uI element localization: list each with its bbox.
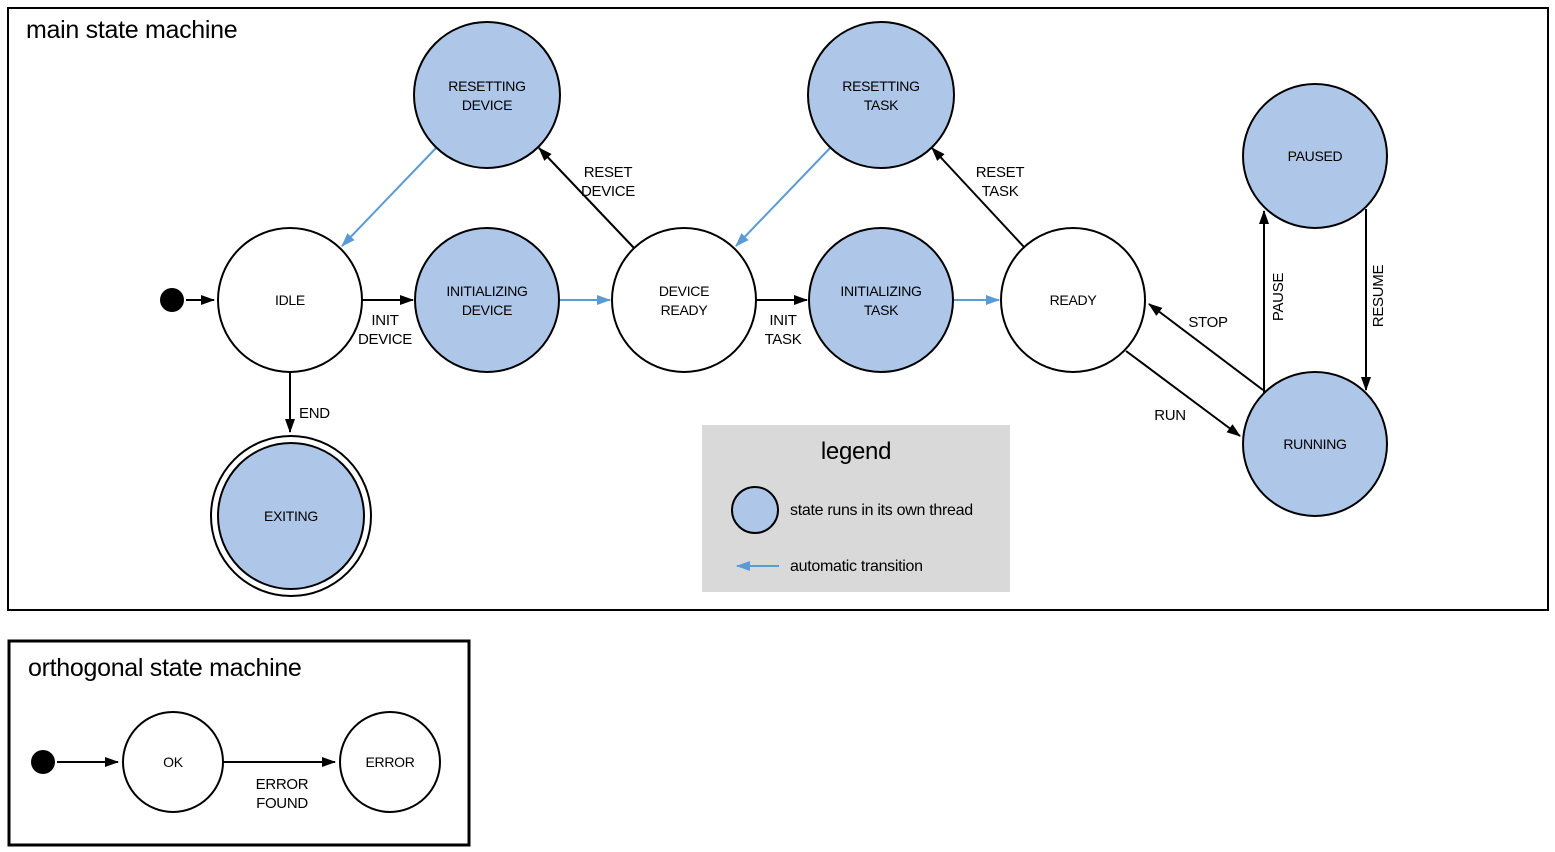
label-resume: RESUME	[1370, 265, 1387, 328]
label-init-device-line2: DEVICE	[358, 331, 412, 348]
state-resetting-device: RESETTING DEVICE	[413, 21, 561, 169]
state-running-circle	[1242, 371, 1388, 517]
label-run: RUN	[1154, 407, 1186, 424]
state-initializing-task-circle	[808, 227, 954, 373]
state-resetting-task-circle	[807, 21, 955, 169]
state-paused: PAUSED	[1242, 83, 1388, 229]
state-error: ERROR	[339, 711, 441, 813]
main-machine-border	[7, 7, 1549, 611]
transition-resetting-task-to-device-ready-auto	[735, 146, 832, 247]
main-state-machine: main state machine INIT DEVICE INIT TASK…	[7, 7, 1549, 611]
legend-automatic-transition-label: automatic transition	[790, 558, 923, 575]
transition-ready-to-resetting-task	[931, 147, 1025, 248]
label-reset-device-line2: DEVICE	[581, 183, 635, 200]
state-initializing-device: INITIALIZING DEVICE	[414, 227, 560, 373]
state-paused-label: PAUSED	[1288, 148, 1343, 164]
state-ready: READY	[1000, 227, 1146, 373]
transition-device-ready-to-resetting-device	[538, 147, 635, 249]
state-ok: OK	[122, 711, 224, 813]
initial-state-dot	[160, 288, 184, 312]
label-stop: STOP	[1188, 314, 1228, 331]
label-error-found-line2: FOUND	[256, 795, 308, 812]
state-idle-label: IDLE	[275, 292, 305, 308]
orthogonal-machine-border	[7, 639, 471, 847]
state-initializing-device-circle	[414, 227, 560, 373]
state-exiting-circle	[217, 442, 365, 590]
transition-running-to-ready	[1148, 303, 1264, 391]
orthogonal-state-machine: orthogonal state machine ERROR FOUND OK …	[7, 639, 471, 847]
state-device-ready-circle	[611, 227, 757, 373]
label-reset-task-line1: RESET	[976, 164, 1025, 181]
label-init-task-line2: TASK	[765, 331, 802, 348]
state-error-label: ERROR	[365, 754, 414, 770]
state-resetting-device-label-line2: DEVICE	[462, 97, 512, 113]
state-device-ready-label-line2: READY	[661, 302, 709, 318]
orthogonal-machine-title: orthogonal state machine	[28, 654, 302, 682]
orthogonal-initial-state-dot	[31, 750, 55, 774]
label-init-device-line1: INIT	[371, 312, 398, 329]
transition-resetting-device-to-idle-auto	[341, 146, 438, 247]
state-initializing-task: INITIALIZING TASK	[808, 227, 954, 373]
state-initializing-device-label-line1: INITIALIZING	[446, 283, 527, 299]
state-ready-label: READY	[1050, 292, 1098, 308]
state-initializing-task-label-line1: INITIALIZING	[840, 283, 921, 299]
label-end: END	[299, 405, 330, 422]
state-resetting-task-label-line1: RESETTING	[842, 78, 919, 94]
state-resetting-device-circle	[413, 21, 561, 169]
label-error-found-line1: ERROR	[256, 776, 309, 793]
state-idle: IDLE	[217, 227, 363, 373]
state-ok-label: OK	[163, 754, 184, 770]
label-init-task-line1: INIT	[769, 312, 796, 329]
state-ok-circle	[122, 711, 224, 813]
state-paused-circle	[1242, 83, 1388, 229]
state-exiting-final: EXITING	[210, 435, 372, 597]
label-reset-device-line1: RESET	[584, 164, 633, 181]
transition-ready-to-running	[1125, 350, 1241, 437]
state-error-circle	[339, 711, 441, 813]
state-device-ready-label-line1: DEVICE	[659, 283, 709, 299]
state-ready-circle	[1000, 227, 1146, 373]
state-initializing-task-label-line2: TASK	[864, 302, 899, 318]
legend-thread-state-icon	[731, 486, 779, 534]
state-exiting-label: EXITING	[264, 508, 318, 524]
state-running-label: RUNNING	[1283, 436, 1346, 452]
state-idle-circle	[217, 227, 363, 373]
legend-thread-state-label: state runs in its own thread	[790, 502, 973, 519]
state-running: RUNNING	[1242, 371, 1388, 517]
state-resetting-task: RESETTING TASK	[807, 21, 955, 169]
label-reset-task-line2: TASK	[982, 183, 1019, 200]
main-machine-title: main state machine	[26, 16, 237, 44]
state-resetting-task-label-line2: TASK	[864, 97, 899, 113]
legend-title: legend	[821, 438, 891, 465]
state-resetting-device-label-line1: RESETTING	[448, 78, 525, 94]
legend: legend state runs in its own thread auto…	[702, 425, 1010, 592]
state-initializing-device-label-line2: DEVICE	[462, 302, 512, 318]
label-pause: PAUSE	[1270, 273, 1287, 322]
state-device-ready: DEVICE READY	[611, 227, 757, 373]
